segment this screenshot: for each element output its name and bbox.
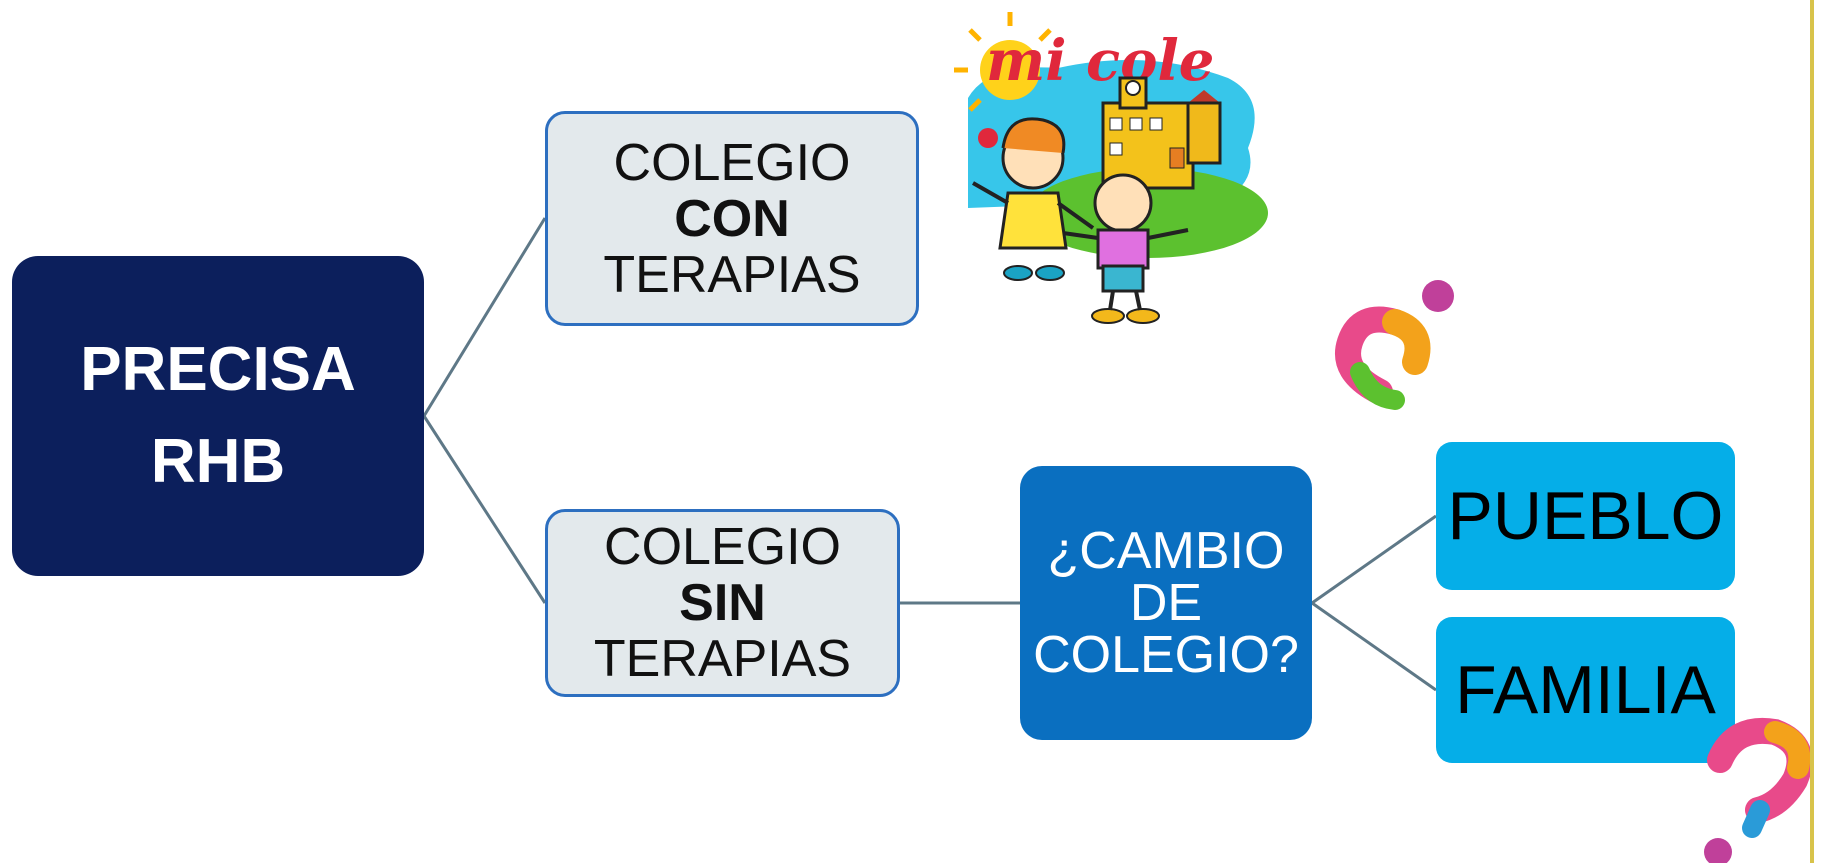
branch-sin-line3: TERAPIAS	[593, 630, 852, 688]
school-building	[1101, 76, 1222, 190]
branch-con-line2: CON	[674, 189, 790, 248]
school-children-clipart: mi cole	[954, 12, 1268, 324]
root-node: PRECISA RHB	[12, 256, 424, 576]
branch-con-line1: COLEGIO	[613, 133, 851, 192]
connector-root-sin	[422, 415, 547, 604]
sun-icon	[980, 40, 1040, 100]
question-mark-icon-upper	[1335, 280, 1454, 410]
option-familia-label: FAMILIA	[1455, 652, 1716, 728]
connector-question-pueblo	[1311, 514, 1437, 605]
question-node: ¿CAMBIO DE COLEGIO?	[1020, 466, 1312, 740]
question-line3: COLEGIO?	[1033, 626, 1299, 684]
root-line1: PRECISA	[80, 335, 356, 404]
child-girl	[972, 117, 1095, 281]
connector-question-familia	[1311, 601, 1437, 692]
mi-cole-logo: mi cole	[986, 28, 1214, 94]
question-line1: ¿CAMBIO	[1047, 522, 1285, 580]
child-boy	[1062, 173, 1189, 324]
slide-border	[1810, 0, 1814, 863]
branch-con-node: COLEGIO CON TERAPIAS	[545, 111, 919, 326]
branch-sin-line2: SIN	[679, 574, 766, 632]
connector-root-con	[422, 217, 547, 417]
root-line2: RHB	[150, 427, 286, 496]
branch-con-line3: TERAPIAS	[603, 245, 861, 304]
branch-sin-node: COLEGIO SIN TERAPIAS	[545, 509, 900, 697]
question-mark-icon-lower	[1704, 717, 1813, 863]
question-line2: DE	[1129, 574, 1203, 632]
option-pueblo-node: PUEBLO	[1436, 442, 1735, 590]
branch-sin-line1: COLEGIO	[604, 518, 841, 576]
option-familia-node: FAMILIA	[1436, 617, 1735, 763]
option-pueblo-label: PUEBLO	[1447, 478, 1724, 554]
